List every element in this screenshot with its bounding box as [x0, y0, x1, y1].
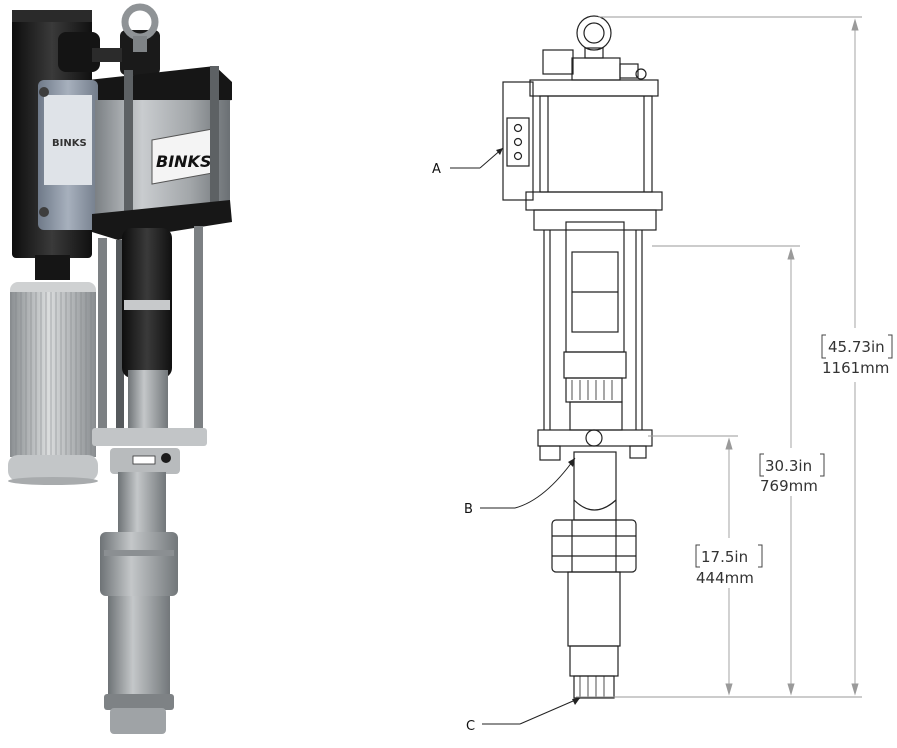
- dimension-lines: [576, 16, 862, 698]
- air-motor-cylinder: BINKS: [95, 66, 230, 220]
- pump-lower: [100, 472, 178, 734]
- callout-c-label: C: [466, 719, 475, 734]
- drawing-side-panel: [502, 81, 534, 201]
- side-bracket: BINKS: [38, 80, 120, 230]
- dim-middle-imperial: 30.3in: [765, 457, 812, 475]
- tie-rods: [98, 226, 203, 440]
- drawing-cylinder: [539, 95, 653, 193]
- dim-lower-text: 17.5in 444mm: [695, 544, 763, 587]
- connecting-column: [122, 228, 172, 430]
- lifting-eye: [121, 3, 159, 52]
- dim-middle-text: 30.3in 769mm: [759, 453, 825, 495]
- callout-b: B: [464, 457, 576, 517]
- brand-logo: BINKS: [156, 152, 211, 171]
- dim-overall-text: 45.73in 1161mm: [821, 334, 893, 377]
- pump-line-drawing: [502, 15, 663, 699]
- drawing-pump-packing: [551, 519, 637, 573]
- drawing-lifting-eye: [576, 15, 612, 51]
- callout-b-label: B: [464, 502, 473, 517]
- panel-brand-label: BINKS: [52, 138, 87, 149]
- callout-a-label: A: [432, 162, 441, 177]
- top-fittings: [58, 30, 160, 75]
- drawing-top-plate: [529, 79, 659, 97]
- lower-clamp-plate: [92, 428, 207, 474]
- callout-c: C: [466, 697, 581, 734]
- dim-overall-imperial: 45.73in: [828, 338, 885, 356]
- filter-canister: [8, 282, 98, 485]
- dim-lower-metric: 444mm: [696, 569, 754, 587]
- callout-a: A: [432, 147, 504, 177]
- drawing-clamp-plate: [537, 429, 653, 447]
- pump-render: BINKS BINKS: [8, 3, 232, 734]
- dim-overall-metric: 1161mm: [822, 359, 889, 377]
- dim-middle-metric: 769mm: [760, 477, 818, 495]
- dim-lower-imperial: 17.5in: [701, 548, 748, 566]
